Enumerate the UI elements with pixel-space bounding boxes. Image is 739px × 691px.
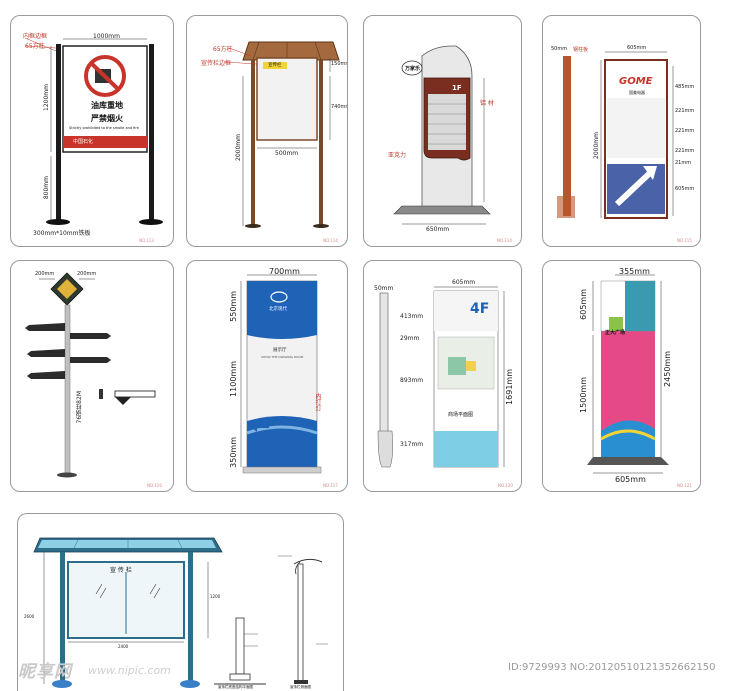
width-50: 50mm [374,285,394,292]
directory-totem-drawing [393,45,491,225]
inner-frame-label: 内框边框 [23,33,48,40]
panel-hyundai-totem[interactable]: 700mm 550mm 1100mm 350mm 北京现代 展示厅 SHOW T… [186,260,348,492]
height-1100: 1100mm [229,361,238,397]
sign-footer: 中国石化 [73,139,94,145]
bulletin-structure-drawing [33,537,328,688]
height-dim-upper: 1200mm [43,84,50,111]
width-605: 605mm [452,279,476,286]
plaza-totem-drawing [587,274,669,474]
height-550: 550mm [229,291,238,322]
panel-oil-depot-sign[interactable]: 内框边框 65方柱 1000mm 1200mm 800mm 油库重地 严禁烟火 … [10,15,174,247]
height-221-c: 221mm [675,148,695,154]
base-dim: 300mm*10mm铁板 [33,230,91,237]
post-label: 钢柱板 [573,47,589,53]
height-2000: 2000mm [593,132,600,159]
gome-logo: GOME [619,76,653,87]
height-2000: 2000mm [235,134,242,161]
height-221-b: 221mm [675,128,695,134]
board-title: 宣 传 栏 [110,567,132,574]
width-605: 605mm [615,475,646,484]
height-605: 605mm [579,289,588,320]
brand-logo: 万家乐 [405,66,421,72]
panel-number: NO.117 [323,483,338,488]
height-605: 605mm [675,186,695,192]
panel-plaza-totem[interactable]: 355mm 605mm 1500mm 2450mm 605mm 正大广场 NO.… [542,260,701,492]
panel-gome-totem[interactable]: 50mm 钢柱板 605mm GOME 国美电器 485mm 221mm 221… [542,15,701,247]
panel-bulletin-structure[interactable]: 宣 传 栏 2600 1200 2400 宣传栏底座结构平面图 宣传栏侧面图 [17,513,344,691]
aluminium-label: 铝 材 [480,100,494,107]
width-2400: 2400 [118,644,129,649]
panel-number: NO.113 [139,238,154,243]
height-350: 350mm [229,437,238,468]
frame-label: 宣传栏边框 [201,60,232,67]
height-29: 29mm [400,335,420,342]
base-caption: 宣传栏底座结构平面图 [218,685,253,689]
width-355: 355mm [619,267,650,276]
panel-number: NO.120 [498,483,513,488]
panel-bulletin-board[interactable]: 65方柱 宣传栏边框 宣传栏 150mm 740mm 2000mm 500mm … [186,15,348,247]
height-150: 150mm [331,61,347,67]
panel-wayfinding-post[interactable]: 200mm 200mm 76钢柱82M NO.116 [10,260,174,492]
image-id: ID:9729993 NO:20120510121352662150 [508,662,716,673]
height-1200: 1200 [210,594,221,599]
height-485: 485mm [675,84,695,90]
floor-plan-totem-drawing [377,286,505,468]
panel-number: NO.114 [497,238,512,243]
panel-number: NO.114 [323,238,338,243]
post-label: 65方柱 [213,46,233,53]
panel-number: NO.121 [677,483,692,488]
height-317: 317mm [400,441,424,448]
height-221-a: 221mm [675,108,695,114]
height-1691: 1691mm [505,369,514,405]
gome-totem-drawing [557,51,674,219]
height-2450: 2450mm [663,351,672,387]
panel-number: NO.115 [677,238,692,243]
sign-title-1: 油库重地 [91,101,123,110]
room-label-en: SHOW THE DRAWING ROOM [261,355,304,359]
gome-subtitle: 国美电器 [629,90,645,95]
width-700: 700mm [269,267,300,276]
board-title: 宣传栏 [268,63,282,68]
width-650: 650mm [426,226,450,233]
plan-title: 商场平面图 [448,412,474,418]
sign-subtitle: Strictly prohibited to the smoke and fir… [69,126,139,130]
height-893: 893mm [400,377,424,384]
brand-name: 正大广场 [605,330,626,336]
room-label: 展示厅 [273,348,287,353]
oil-depot-sign-drawing [24,37,163,225]
height-2600: 2600 [24,614,35,619]
brand-name: 北京现代 [269,307,287,312]
width-200-a: 200mm [35,271,55,277]
acrylic-label: 亚克力 [388,152,407,159]
watermark-url: www.nipic.com [88,664,171,677]
panel-floor-plan-totem[interactable]: 50mm 605mm 4F 413mm 29mm 893mm 317mm 169… [363,260,522,492]
width-200-b: 200mm [77,271,97,277]
panel-directory-totem[interactable]: 万家乐 1F 铝 材 亚克力 650mm NO.114 [363,15,522,247]
hyundai-totem-drawing [240,274,322,474]
pole-dim: 76钢柱82M [76,391,83,424]
watermark-logo: 昵享网 [18,662,72,682]
wayfinding-post-drawing [25,272,156,478]
width-dim: 1000mm [93,33,120,40]
floor-label: 4F [470,301,490,317]
height-740: 740mm [331,104,347,110]
width-50: 50mm [551,46,568,52]
backlight-label: 内打灯 [314,393,321,411]
width-605: 605mm [627,45,647,51]
width-500: 500mm [275,150,299,157]
height-21: 21mm [675,160,692,166]
sign-title-2: 严禁烟火 [91,114,123,123]
height-1500: 1500mm [579,377,588,413]
side-caption: 宣传栏侧面图 [290,685,311,689]
floor-label: 1F [452,84,462,92]
panel-number: NO.116 [147,483,162,488]
post-label: 65方柱 [25,43,45,50]
height-413: 413mm [400,313,424,320]
height-dim-lower: 800mm [43,176,50,200]
bulletin-board-drawing [224,41,340,228]
